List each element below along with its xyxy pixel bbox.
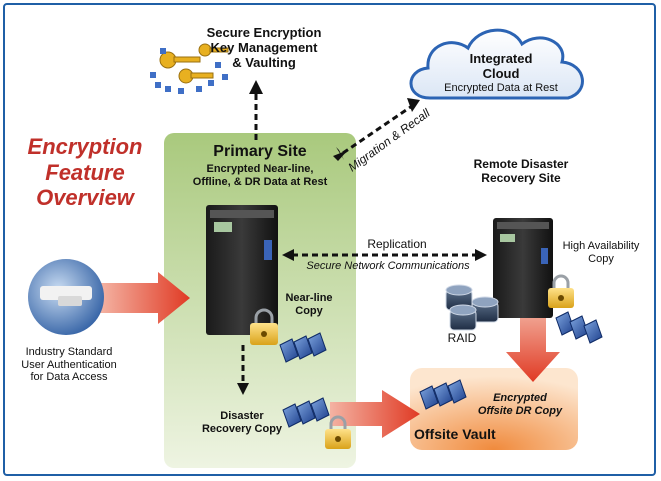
title-line-2: Feature bbox=[45, 159, 125, 185]
padlock-icons bbox=[250, 274, 574, 449]
primary-site-label: Primary Site Encrypted Near-line, Offlin… bbox=[166, 143, 354, 189]
page-title: Encryption Feature Overview bbox=[20, 134, 150, 211]
migration-recall-label: Migration & Recall bbox=[346, 106, 433, 175]
dashed-arrows bbox=[241, 92, 477, 385]
offsite-vault-label: Offsite Vault bbox=[414, 426, 496, 442]
title-line-3: Overview bbox=[36, 185, 134, 211]
remote-site-label: Remote Disaster Recovery Site bbox=[473, 157, 569, 185]
raid-label: RAID bbox=[447, 331, 477, 345]
cloud-shape bbox=[409, 28, 584, 100]
authentication-label: Industry Standard User Authentication fo… bbox=[21, 346, 117, 384]
key-management-label: Secure Encryption Key Management & Vault… bbox=[206, 25, 322, 70]
remote-to-vault-arrow bbox=[506, 318, 560, 382]
disaster-recovery-copy-label: Disaster Recovery Copy bbox=[201, 410, 283, 435]
primary-server-icon bbox=[206, 205, 278, 335]
tape-cartridges-icons bbox=[279, 311, 603, 428]
remote-server-icon bbox=[493, 218, 553, 318]
replication-label: Replication bbox=[367, 237, 427, 251]
offsite-transfer-arrow bbox=[330, 390, 420, 438]
secure-network-label: Secure Network Communications bbox=[306, 260, 470, 272]
offsite-copy-label: Encrypted Offsite DR Copy bbox=[477, 392, 563, 417]
raid-disks-icon bbox=[445, 284, 499, 331]
high-availability-label: High Availability Copy bbox=[562, 240, 640, 265]
arrow-heads bbox=[237, 80, 487, 395]
nearline-copy-label: Near-line Copy bbox=[285, 292, 333, 317]
title-line-1: Encryption bbox=[27, 134, 143, 159]
auth-arrow bbox=[100, 272, 190, 324]
primary-site-title: Primary Site bbox=[213, 143, 307, 160]
user-authentication-icon bbox=[28, 259, 104, 335]
cloud-label: Integrated Cloud Encrypted Data at Rest bbox=[444, 51, 558, 94]
encryption-keys-icon bbox=[150, 43, 229, 94]
